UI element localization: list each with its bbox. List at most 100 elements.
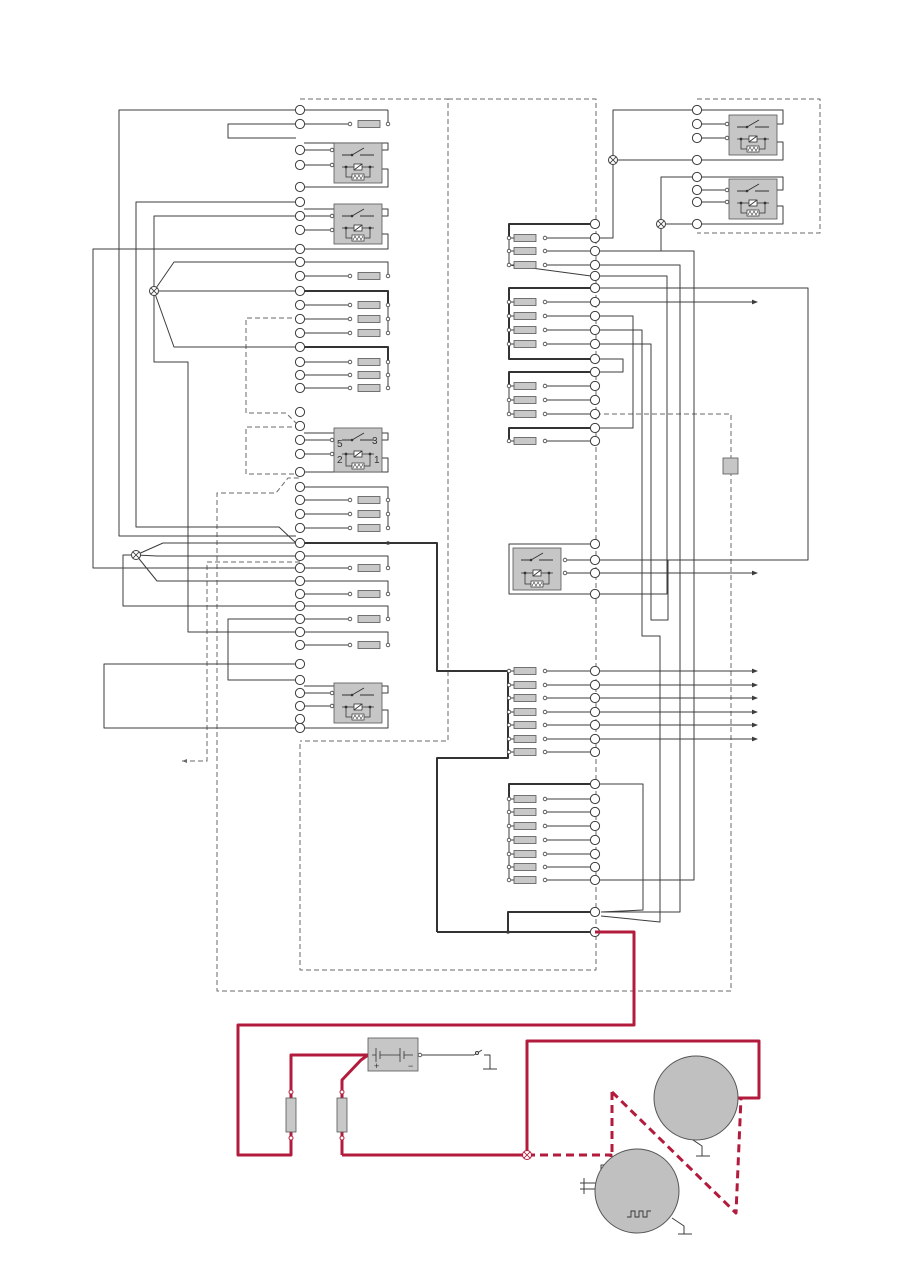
connector-pin-icon (589, 848, 601, 860)
terminal-dot-icon (506, 877, 512, 883)
wire (599, 250, 695, 881)
fuse-icon (357, 510, 381, 518)
terminal-dot-icon (542, 864, 548, 870)
terminal-dot-icon (347, 591, 353, 597)
fuse-icon (357, 564, 381, 572)
bus-wires (304, 223, 591, 934)
terminal-dot-icon (347, 302, 353, 308)
connector-pin-icon (589, 806, 601, 818)
bus-wire (304, 346, 389, 362)
fuse-icon (357, 496, 381, 504)
relay-pin-3: 3 (372, 436, 378, 447)
wire (300, 290, 389, 333)
wire (599, 783, 644, 913)
wire (701, 141, 784, 161)
connector-pin-icon (589, 353, 601, 365)
wire (599, 343, 669, 621)
terminal-dot-icon (288, 1089, 294, 1095)
fuse-icon (513, 735, 537, 743)
connector-pin-icon (589, 538, 601, 550)
connector-pin-icon (589, 679, 601, 691)
terminal-dot-icon (347, 372, 353, 378)
terminal-dot-icon (339, 1089, 345, 1095)
power-fuse-icon (336, 1097, 348, 1133)
terminal-dot-icon (542, 682, 548, 688)
connector-pin-icon (294, 181, 306, 193)
terminal-dot-icon (562, 570, 568, 576)
terminal-dot-icon (385, 385, 391, 391)
terminal-dot-icon (506, 695, 512, 701)
terminal-dot-icon (347, 616, 353, 622)
wire (671, 1217, 685, 1234)
terminal-dot-icon (385, 511, 391, 517)
power-cable (236, 930, 636, 1157)
relay-group (333, 114, 778, 724)
terminal-dot-icon (385, 591, 391, 597)
wire (227, 123, 296, 139)
connector-pin-icon (589, 861, 601, 873)
wire (300, 346, 389, 388)
bus-wire (508, 302, 591, 360)
fuse-icon (357, 120, 381, 128)
terminal-dot-icon (724, 187, 730, 193)
square-wave-icon (627, 1210, 651, 1218)
connector-pin-icon (294, 144, 306, 156)
sensor-icon (722, 457, 739, 475)
fuse-icon (513, 795, 537, 803)
terminal-dot-icon (506, 411, 512, 417)
fuse-icon (513, 863, 537, 871)
terminal-dot-icon (329, 437, 335, 443)
dashed-boundary (182, 561, 300, 762)
terminal-dot-icon (542, 695, 548, 701)
switch-contact-icon (475, 1051, 479, 1055)
connector-pin-icon (589, 366, 601, 378)
wire (304, 233, 389, 250)
terminal-dot-icon (329, 451, 335, 457)
bus-wire (508, 371, 591, 386)
power-cable (342, 1039, 761, 1157)
arrow-icon (752, 299, 758, 305)
fuse-icon (513, 382, 537, 390)
fuse-icon (513, 694, 537, 702)
wire (304, 168, 389, 188)
connector-pin-icon (691, 171, 703, 183)
wire (103, 663, 296, 729)
connector-pin-icon (294, 420, 306, 432)
connector-pin-icon (589, 435, 601, 447)
connector-pin-icon (294, 382, 306, 394)
connector-pin-icon (294, 243, 306, 255)
arrow-icon (752, 722, 758, 728)
terminal-dot-icon (506, 235, 512, 241)
relay-pin-labels: 5 3 2 1 + − (337, 436, 413, 1071)
terminal-dot-icon (506, 397, 512, 403)
relay-icon (728, 114, 778, 156)
terminal-dot-icon (329, 690, 335, 696)
connector-pin-icon (294, 588, 306, 600)
fuse-icon (513, 312, 537, 320)
connector-pin-icon (691, 218, 703, 230)
splice-icon (656, 219, 666, 229)
bus-wire (304, 542, 508, 672)
fuse-icon (513, 340, 537, 348)
connector-pin-icon (294, 341, 306, 353)
connector-pin-icon (294, 159, 306, 171)
terminal-dot-icon (385, 372, 391, 378)
terminal-dot-icon (506, 722, 512, 728)
terminal-dot-icon (506, 749, 512, 755)
terminal-dot-icon (506, 327, 512, 333)
connector-pin-icon (294, 434, 306, 446)
connector-pin-icon (589, 282, 601, 294)
arrow-icon (752, 709, 758, 715)
terminal-dot-icon (347, 359, 353, 365)
terminal-dot-icon (542, 809, 548, 815)
connector-pin-icon (294, 256, 306, 268)
dashed-boundary (216, 413, 732, 992)
junction-dot-icon (506, 930, 510, 934)
connector-pin-icon (589, 296, 601, 308)
wire (304, 709, 389, 729)
arrow-icon (752, 695, 758, 701)
connector-pin-icon (589, 588, 601, 600)
connector-pin-icon (589, 820, 601, 832)
wire (508, 543, 591, 560)
